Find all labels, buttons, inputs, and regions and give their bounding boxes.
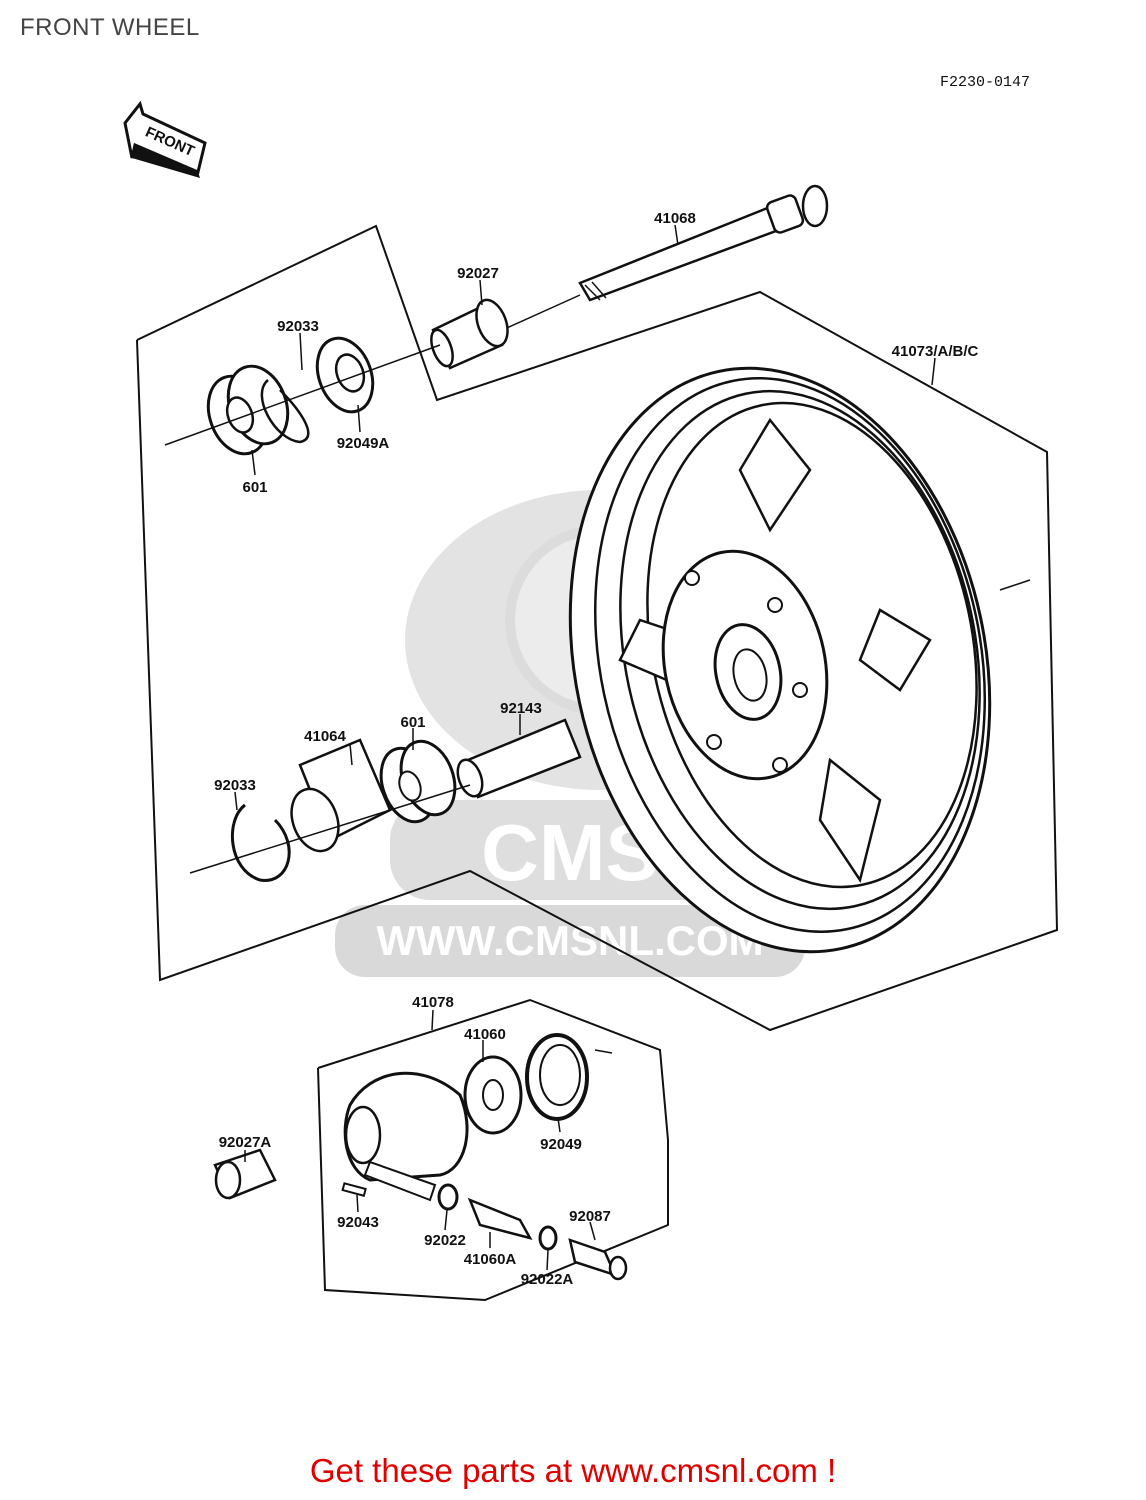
front-direction-arrow: FRONT	[123, 100, 207, 178]
label-92033-top: 92033	[277, 318, 319, 335]
label-601-mid: 601	[400, 714, 425, 731]
label-92022: 92022	[424, 1232, 466, 1249]
label-92087: 92087	[569, 1208, 611, 1225]
label-92027: 92027	[457, 265, 499, 282]
label-92049A: 92049A	[337, 435, 390, 452]
label-41060: 41060	[464, 1026, 506, 1043]
footer-link-text[interactable]: Get these parts at www.cmsnl.com !	[309, 1452, 837, 1489]
label-92027A: 92027A	[219, 1134, 272, 1151]
middle-bearing-set	[189, 718, 582, 882]
label-41064: 41064	[304, 728, 346, 745]
lower-group-bracket	[317, 998, 669, 1302]
label-41078: 41078	[412, 994, 454, 1011]
collar-part	[430, 298, 509, 370]
upper-bearing-set	[164, 336, 441, 456]
label-601-top: 601	[242, 479, 267, 496]
label-92043: 92043	[337, 1214, 379, 1231]
speedometer-gear-set	[343, 1033, 613, 1202]
label-41068: 41068	[654, 210, 696, 227]
wheel-rim	[568, 366, 1031, 954]
label-92022A: 92022A	[521, 1271, 574, 1288]
page-title: FRONT WHEEL	[20, 14, 200, 41]
axle-part	[479, 184, 829, 341]
upper-group-bracket	[136, 224, 1059, 1032]
label-92049: 92049	[540, 1136, 582, 1153]
label-41073: 41073/A/B/C	[892, 343, 979, 360]
leader-lines	[234, 224, 936, 1271]
exploded-parts-diagram: CMS WWW.CMSNL.COM FRONT	[123, 100, 1059, 1302]
label-92143: 92143	[500, 700, 542, 717]
label-41060A: 41060A	[464, 1251, 517, 1268]
drawing-code: F2230-0147	[940, 74, 1031, 91]
label-92033-mid: 92033	[214, 777, 256, 794]
